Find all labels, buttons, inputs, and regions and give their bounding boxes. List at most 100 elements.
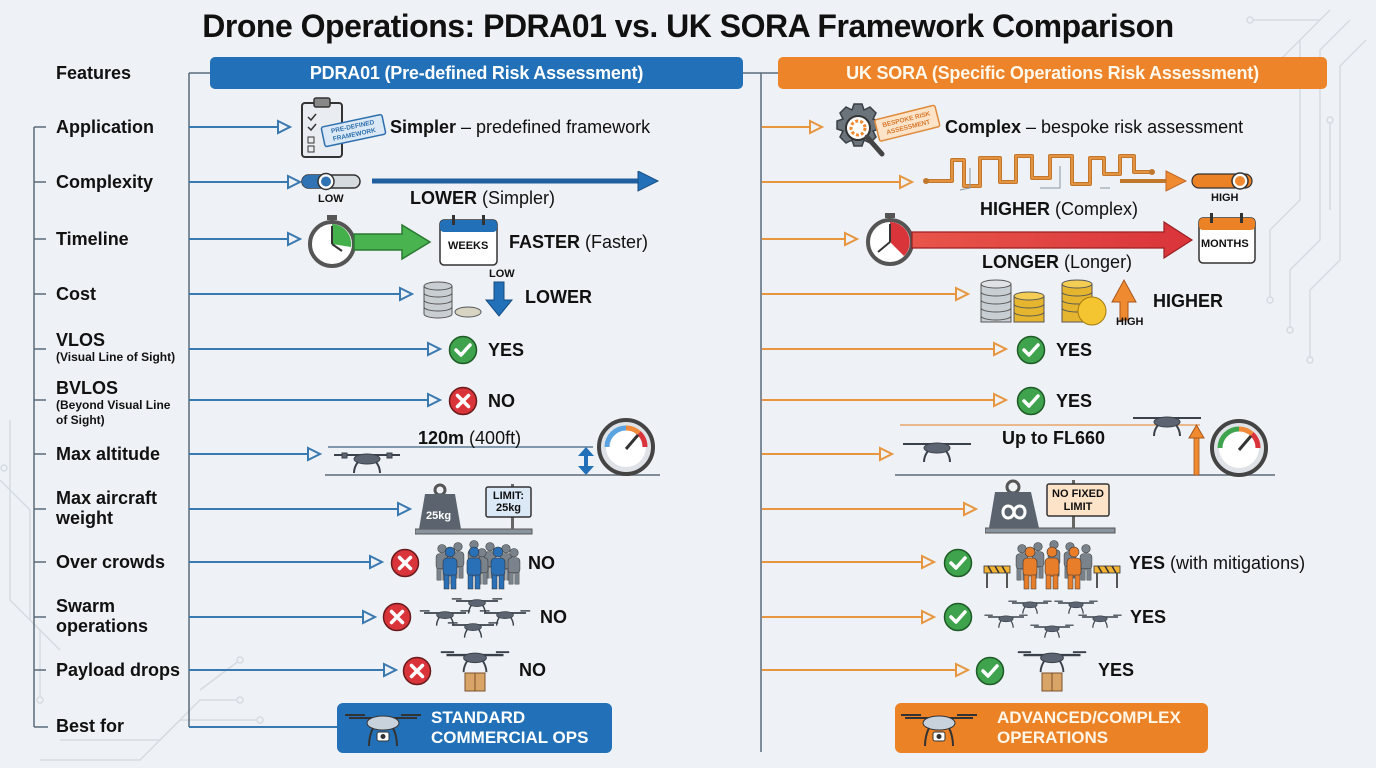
arrowhead-icon xyxy=(993,392,1009,408)
arrowhead-icon xyxy=(362,609,378,625)
drone-swarm-icon xyxy=(419,598,531,638)
pdra-swarm-value: NO xyxy=(540,607,567,627)
feature-timeline: Timeline xyxy=(56,229,129,249)
arrowhead-icon xyxy=(427,341,443,357)
sora-timeline-graphic xyxy=(866,213,1256,266)
arrowhead-icon xyxy=(879,446,895,462)
pdra-timeline-calendar-label: WEEKS xyxy=(448,240,489,252)
cross-icon xyxy=(448,386,478,416)
sora-complexity-value: HIGHER (Complex) xyxy=(980,199,1139,219)
feature-application: Application xyxy=(56,117,154,137)
page-title: Drone Operations: PDRA01 vs. UK SORA Fra… xyxy=(202,8,1174,44)
drone-icon xyxy=(334,452,400,474)
drone-icon xyxy=(451,598,503,614)
sora-column-header: UK SORA (Specific Operations Risk Assess… xyxy=(778,57,1327,89)
drone-icon xyxy=(1054,600,1098,614)
sora-cost-arrow-label: HIGH xyxy=(1116,316,1144,328)
arrowhead-icon xyxy=(899,174,915,190)
pdra-vlos-value: YES xyxy=(488,340,525,360)
pdra-weight-sign: LIMIT:25kg xyxy=(492,490,525,514)
person-icon xyxy=(507,548,521,585)
person-icon xyxy=(1044,546,1060,590)
fast-arrow-icon xyxy=(353,223,432,261)
pdra-complexity-slider-label: LOW xyxy=(318,193,344,205)
feature-max-altitude: Max altitude xyxy=(56,444,161,464)
drone-icon xyxy=(440,651,510,673)
barrier-icon xyxy=(983,565,1011,588)
drone-icon-high xyxy=(1133,416,1201,437)
gauge-icon xyxy=(1210,419,1268,477)
drone-icon xyxy=(1078,614,1122,628)
sora-over-crowds-value: YES (with mitigations) xyxy=(1129,553,1306,573)
arrowhead-icon xyxy=(809,119,825,135)
package-icon xyxy=(1041,672,1063,692)
pdra-timeline-graphic xyxy=(308,215,498,268)
arrowhead-icon xyxy=(369,554,385,570)
pdra-payload-value: NO xyxy=(519,660,546,680)
person-icon xyxy=(1079,544,1093,581)
drone-swarm-icon xyxy=(984,600,1122,638)
up-arrow-icon xyxy=(1111,278,1137,321)
drone-icon xyxy=(479,610,531,626)
pdra-weight-label: 25kg xyxy=(426,510,452,522)
drone-icon xyxy=(419,610,471,626)
sora-altitude-value: Up to FL660 xyxy=(1002,428,1106,448)
drone-payload-icon xyxy=(1017,651,1087,692)
pdra-weight-graphic xyxy=(415,483,533,535)
coin-stack-icon xyxy=(423,281,482,319)
arrowhead-icon xyxy=(844,231,860,247)
check-icon xyxy=(943,548,973,578)
crowd-icon xyxy=(435,540,521,590)
down-arrow-icon xyxy=(484,281,514,317)
pdra-application-value: Simpler – predefined framework xyxy=(390,117,651,137)
sora-cost-graphic xyxy=(980,278,1137,326)
sora-timeline-value: LONGER (Longer) xyxy=(982,252,1133,272)
sora-vlos-value: YES xyxy=(1056,340,1093,360)
pdra-complexity-graphic xyxy=(301,171,660,192)
gear-magnifier-icon: BESPOKE RISK ASSESSMENT xyxy=(836,103,941,157)
drone-icon xyxy=(447,622,499,638)
features-header: Features xyxy=(56,63,132,83)
pdra-column-header: PDRA01 (Pre-defined Risk Assessment) xyxy=(210,57,743,89)
sora-payload-value: YES xyxy=(1098,660,1135,680)
check-icon xyxy=(448,335,478,365)
arrowhead-icon xyxy=(287,231,303,247)
crowd-barrier-icon xyxy=(983,540,1121,590)
pdra-cost-arrow-label: LOW xyxy=(489,268,515,280)
arrowhead-icon xyxy=(399,286,415,302)
pdra-cost-value: LOWER xyxy=(525,287,592,307)
sora-timeline-calendar-label: MONTHS xyxy=(1201,238,1249,250)
gauge-icon xyxy=(597,418,655,476)
barrier-icon xyxy=(1093,565,1121,588)
camera-drone-icon xyxy=(345,714,421,747)
check-icon xyxy=(975,656,1005,686)
arrowhead-icon xyxy=(277,119,293,135)
sora-weight-graphic xyxy=(985,479,1116,534)
feature-over-crowds: Over crowds xyxy=(56,552,166,572)
clipboard-checklist-icon: PRE-DEFINED FRAMEWORK xyxy=(301,97,387,158)
up-arrow-icon xyxy=(1188,423,1205,476)
person-icon xyxy=(442,546,458,590)
pdra-timeline-value: FASTER (Faster) xyxy=(509,232,649,252)
pdra-altitude-value: 120m (400ft) xyxy=(418,428,522,448)
feature-vlos: VLOS(Visual Line of Sight) xyxy=(56,330,176,364)
cross-icon xyxy=(390,548,420,578)
pdra-altitude-graphic xyxy=(325,418,660,476)
arrowhead-icon xyxy=(963,501,979,517)
feature-payload: Payload drops xyxy=(56,660,181,680)
feature-max-weight: Max aircraft weight xyxy=(56,488,158,528)
sora-bvlos-value: YES xyxy=(1056,391,1093,411)
weight-icon xyxy=(419,494,461,529)
arrowhead-icon xyxy=(427,392,443,408)
drone-icon xyxy=(1030,624,1074,638)
sora-complexity-graphic xyxy=(923,154,1253,192)
arrowhead-icon xyxy=(383,662,399,678)
sora-swarm-value: YES xyxy=(1130,607,1167,627)
person-icon xyxy=(1066,546,1082,590)
vertical-double-arrow-icon xyxy=(578,447,594,475)
check-icon xyxy=(943,602,973,632)
sora-complexity-slider-label: HIGH xyxy=(1211,192,1239,204)
